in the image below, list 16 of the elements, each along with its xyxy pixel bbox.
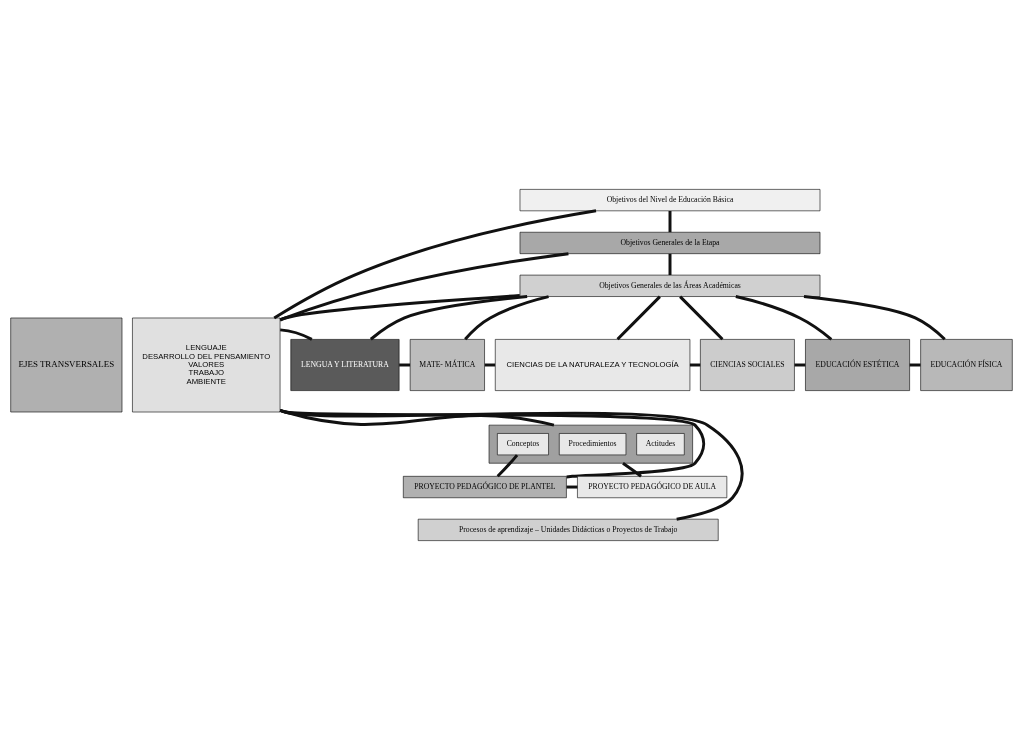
connector bbox=[279, 251, 569, 321]
connector bbox=[679, 295, 724, 340]
connector bbox=[735, 294, 833, 340]
connector bbox=[668, 210, 672, 232]
connector bbox=[280, 327, 313, 341]
connector bbox=[616, 295, 661, 340]
connector bbox=[668, 253, 672, 275]
connector bbox=[566, 485, 578, 489]
cluster bbox=[488, 424, 693, 464]
connector bbox=[369, 294, 528, 340]
connector bbox=[273, 208, 597, 319]
connector bbox=[279, 293, 520, 321]
node-box: EJES TRANSVERSALES bbox=[10, 317, 123, 412]
connector bbox=[464, 294, 549, 340]
connector bbox=[803, 294, 946, 340]
connector bbox=[622, 461, 642, 477]
